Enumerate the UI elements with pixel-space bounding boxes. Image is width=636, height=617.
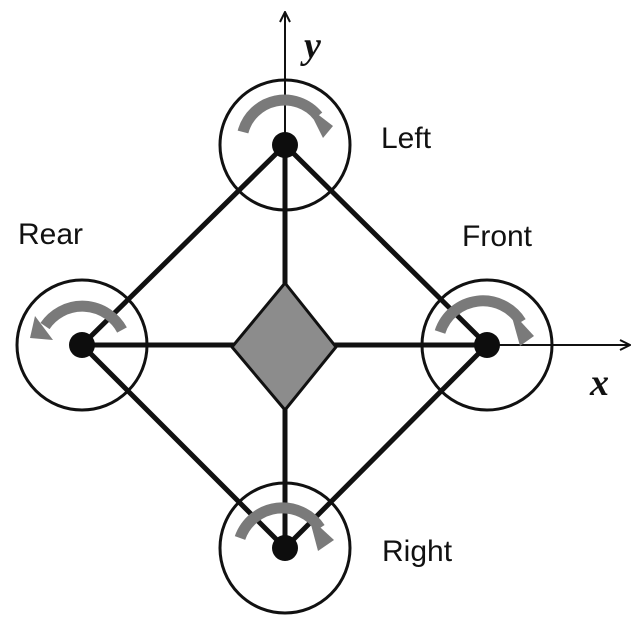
- rotor-ring-right: [218, 481, 352, 615]
- rotation-arrow-front: [434, 295, 534, 346]
- rotor-ring-left: [218, 78, 352, 212]
- hub-right: [272, 535, 298, 561]
- hub-rear: [69, 332, 95, 358]
- motor-label-front: Front: [462, 220, 533, 253]
- rotation-arrow-right: [234, 502, 334, 551]
- center-body: [230, 280, 338, 413]
- rotor-ring-front: [420, 278, 554, 412]
- rotor-ring-rear: [15, 278, 149, 412]
- motor-label-right: Right: [382, 535, 453, 568]
- hub-left: [272, 132, 298, 158]
- x-axis-label: x: [589, 362, 609, 404]
- motor-label-left: Left: [381, 122, 432, 155]
- y-axis-label: y: [300, 25, 321, 67]
- rotation-arrow-left: [237, 94, 333, 138]
- hub-front: [474, 332, 500, 358]
- rotation-arrow-rear: [30, 300, 127, 340]
- motor-label-rear: Rear: [18, 218, 83, 251]
